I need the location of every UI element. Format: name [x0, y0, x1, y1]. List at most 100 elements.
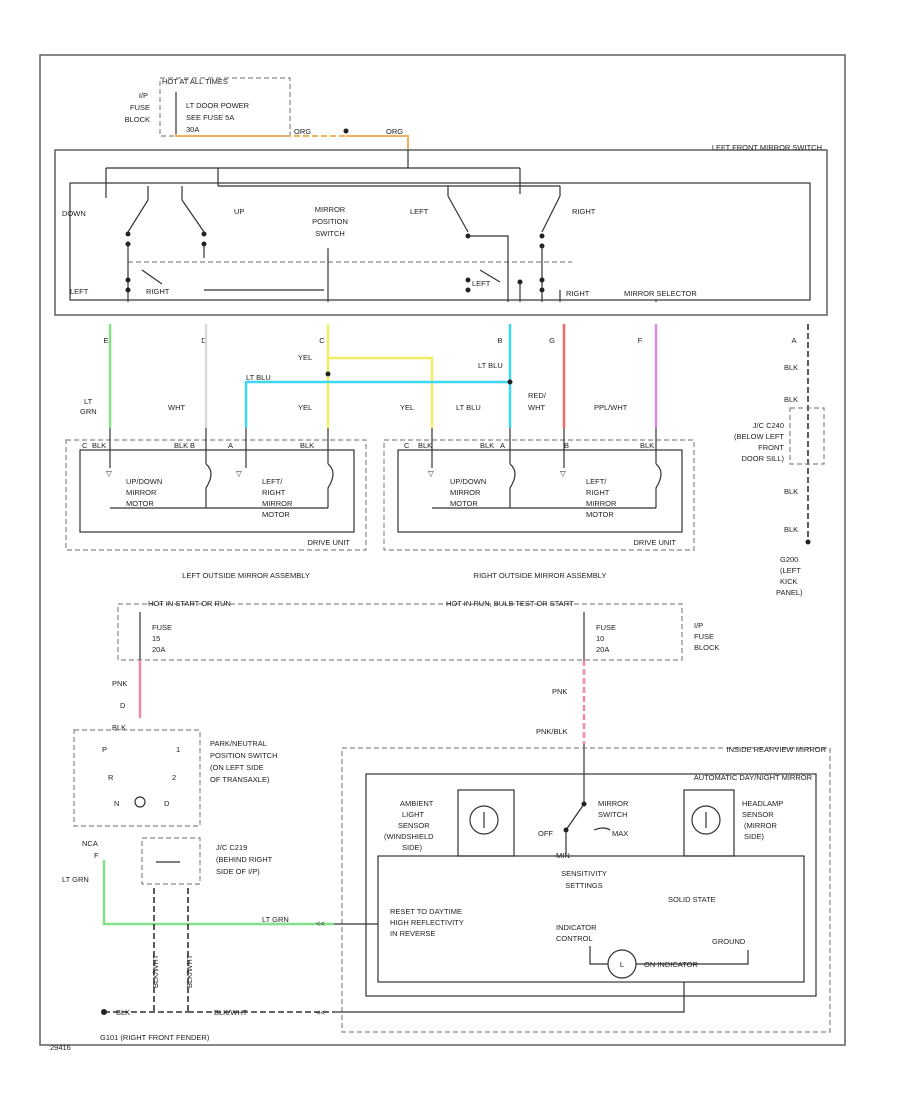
svg-text:A: A [228, 441, 233, 450]
ambient-light-sensor-icon [469, 805, 499, 835]
svg-text:WHT: WHT [528, 403, 545, 412]
svg-text:MIRROR: MIRROR [586, 499, 617, 508]
svg-text:UP: UP [234, 207, 244, 216]
svg-text:BLOCK: BLOCK [694, 643, 719, 652]
svg-text:<<: << [316, 919, 325, 928]
svg-text:B: B [190, 441, 195, 450]
lt-grn-lower-wire [102, 860, 334, 926]
right-mirror-assembly-label: RIGHT OUTSIDE MIRROR ASSEMBLY [474, 571, 607, 580]
svg-text:LIGHT: LIGHT [402, 810, 425, 819]
svg-text:I/P: I/P [694, 621, 703, 630]
svg-text:RIGHT: RIGHT [566, 289, 590, 298]
svg-text:E: E [103, 336, 108, 345]
svg-text:PPL/WHT: PPL/WHT [594, 403, 628, 412]
svg-text:FUSE: FUSE [130, 103, 150, 112]
svg-text:BLK: BLK [784, 363, 798, 372]
svg-text:GRN: GRN [80, 407, 97, 416]
svg-text:LEFT: LEFT [410, 207, 429, 216]
svg-text:LEFT: LEFT [70, 287, 89, 296]
svg-text:RIGHT: RIGHT [146, 287, 170, 296]
left-mirror-assembly [65, 439, 367, 551]
svg-text:C: C [82, 441, 88, 450]
svg-text:LT DOOR POWER: LT DOOR POWER [186, 101, 250, 110]
diagram-frame [39, 54, 846, 1046]
hot-at-all-times: HOT AT ALL TIMES [162, 77, 228, 86]
yel-wire-right [328, 356, 434, 428]
svg-text:NCA: NCA [82, 839, 98, 848]
svg-text:WHT: WHT [168, 403, 185, 412]
svg-text:<<: << [316, 1008, 325, 1017]
connector-dot [343, 128, 349, 134]
svg-text:I/P: I/P [139, 91, 148, 100]
svg-text:RED/: RED/ [528, 391, 547, 400]
svg-text:FUSE: FUSE [596, 623, 616, 632]
ground-g101-label: G101 (RIGHT FRONT FENDER) [100, 1033, 210, 1042]
right-drive-unit [397, 449, 683, 533]
leftright-switch [447, 195, 561, 233]
svg-text:BLK/WHT: BLK/WHT [185, 954, 194, 988]
svg-text:PANEL): PANEL) [776, 588, 803, 597]
svg-text:BLK: BLK [418, 441, 432, 450]
svg-text:BLK/WHT: BLK/WHT [214, 1008, 248, 1017]
svg-text:ORG: ORG [294, 127, 311, 136]
svg-text:MIRROR: MIRROR [126, 488, 157, 497]
svg-text:LEFT: LEFT [472, 279, 491, 288]
svg-text:INDICATOR: INDICATOR [556, 923, 597, 932]
svg-text:J/C C219: J/C C219 [216, 843, 247, 852]
svg-text:BLK: BLK [640, 441, 654, 450]
svg-text:ORG: ORG [386, 127, 403, 136]
org-wire-left [175, 134, 276, 137]
svg-text:R: R [108, 773, 114, 782]
mirror-selector-label: MIRROR SELECTOR [624, 289, 697, 298]
svg-text:BLK: BLK [480, 441, 494, 450]
mirror-switch-box [54, 149, 828, 316]
svg-text:IN REVERSE: IN REVERSE [390, 929, 435, 938]
svg-text:MOTOR: MOTOR [586, 510, 614, 519]
svg-text:SENSOR: SENSOR [742, 810, 774, 819]
svg-text:SENSOR: SENSOR [398, 821, 430, 830]
svg-text:RIGHT: RIGHT [586, 488, 610, 497]
svg-text:G: G [549, 336, 555, 345]
svg-text:AUTOMATIC DAY/NIGHT MIRROR: AUTOMATIC DAY/NIGHT MIRROR [694, 773, 813, 782]
svg-text:(WINDSHIELD: (WINDSHIELD [384, 832, 434, 841]
svg-text:OF TRANSAXLE): OF TRANSAXLE) [210, 775, 270, 784]
splice-yel [325, 371, 331, 377]
svg-text:D: D [120, 701, 126, 710]
svg-text:2: 2 [172, 773, 176, 782]
svg-text:(MIRROR: (MIRROR [744, 821, 777, 830]
svg-text:▽: ▽ [560, 469, 567, 478]
svg-text:B: B [497, 336, 502, 345]
right-mirror-assembly [383, 439, 695, 551]
svg-text:MIRROR: MIRROR [598, 799, 629, 808]
svg-text:F: F [638, 336, 643, 345]
svg-text:MIRROR: MIRROR [315, 205, 346, 214]
svg-text:MOTOR: MOTOR [126, 499, 154, 508]
svg-text:C: C [404, 441, 410, 450]
svg-text:PNK/BLK: PNK/BLK [536, 727, 568, 736]
svg-text:LT BLU: LT BLU [478, 361, 503, 370]
mirror-switch-title: LEFT FRONT MIRROR SWITCH [712, 143, 822, 152]
svg-text:20A: 20A [152, 645, 165, 654]
svg-text:SETTINGS: SETTINGS [565, 881, 603, 890]
svg-text:LT: LT [84, 397, 93, 406]
splice-c240 [789, 407, 825, 465]
svg-text:SIDE): SIDE) [402, 843, 423, 852]
svg-text:HEADLAMP: HEADLAMP [742, 799, 783, 808]
svg-text:BLOCK: BLOCK [125, 115, 150, 124]
solid-state-module [377, 855, 805, 983]
svg-text:1: 1 [176, 745, 180, 754]
ground-g101-icon [101, 1009, 107, 1015]
left-mirror-assembly-label: LEFT OUTSIDE MIRROR ASSEMBLY [182, 571, 310, 580]
svg-text:SOLID STATE: SOLID STATE [668, 895, 716, 904]
svg-text:P: P [102, 745, 107, 754]
svg-text:DRIVE UNIT: DRIVE UNIT [633, 538, 676, 547]
svg-text:BLK: BLK [784, 525, 798, 534]
auto-day-night-mirror [365, 773, 817, 997]
svg-text:FUSE: FUSE [152, 623, 172, 632]
svg-text:BLK: BLK [300, 441, 314, 450]
svg-text:LT BLU: LT BLU [246, 373, 271, 382]
svg-text:YEL: YEL [298, 353, 312, 362]
svg-text:LEFT/: LEFT/ [586, 477, 607, 486]
svg-text:LT GRN: LT GRN [62, 875, 89, 884]
svg-text:AMBIENT: AMBIENT [400, 799, 434, 808]
